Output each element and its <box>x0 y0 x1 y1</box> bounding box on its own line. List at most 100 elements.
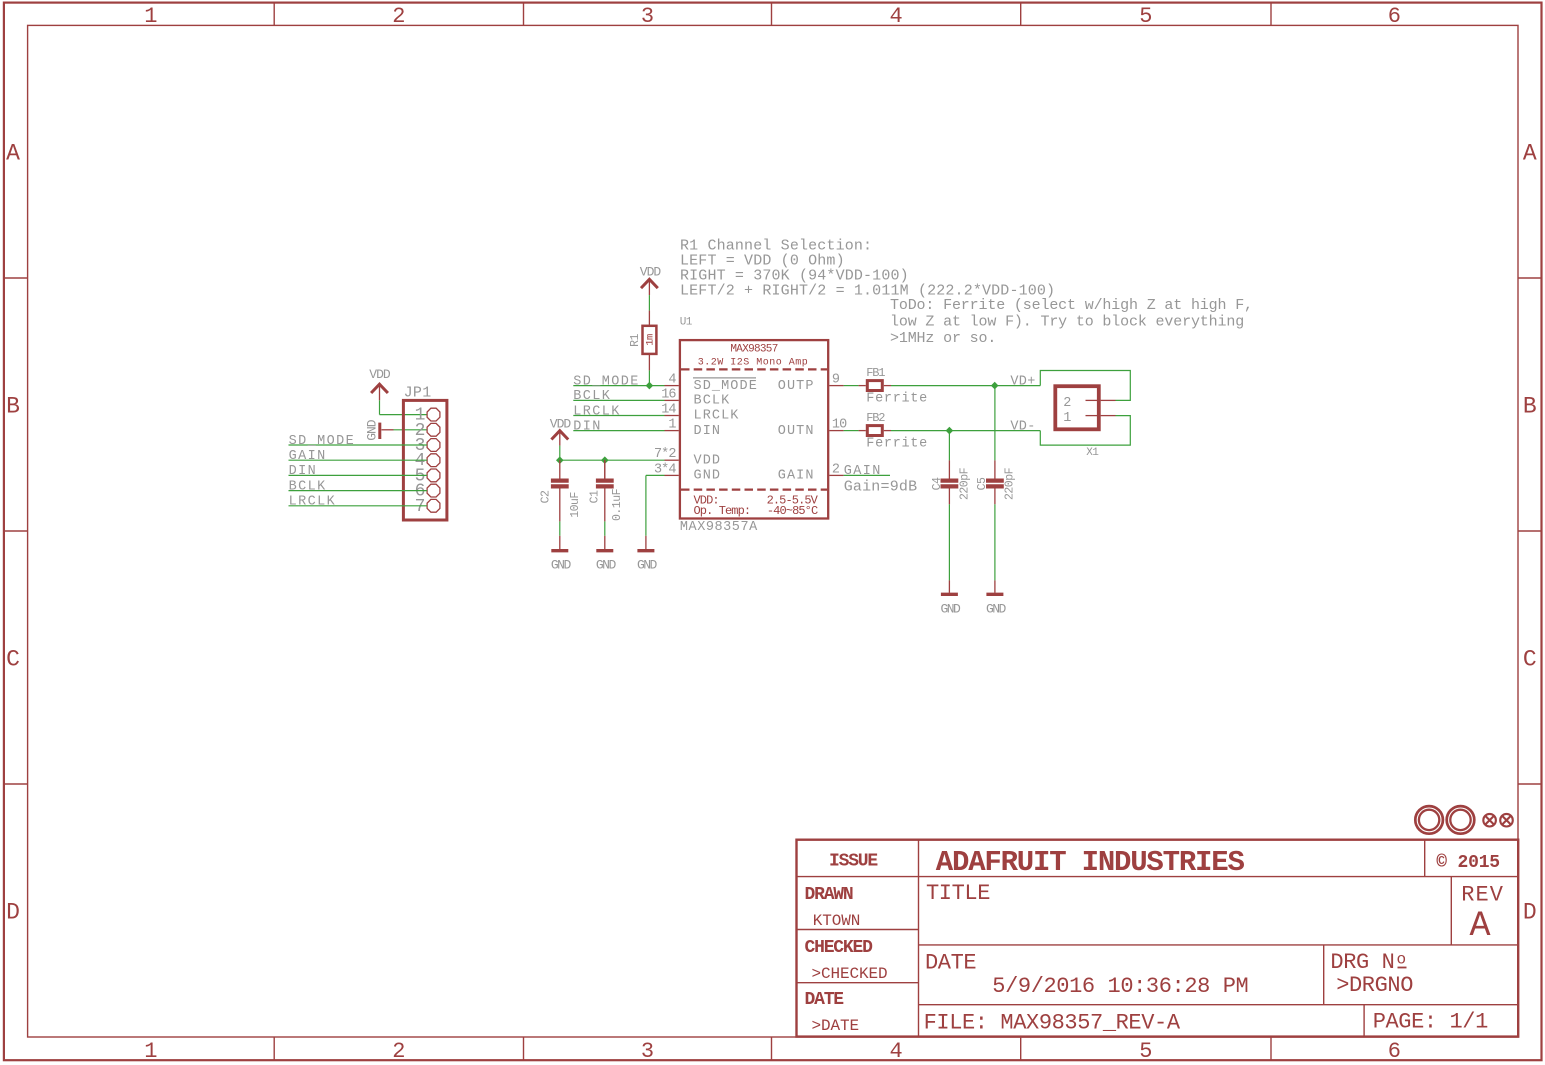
svg-text:4: 4 <box>889 1039 902 1064</box>
svg-text:R1 Channel Selection:: R1 Channel Selection: <box>680 237 872 254</box>
svg-text:RIGHT = 370K (94*VDD-100): RIGHT = 370K (94*VDD-100) <box>680 267 909 284</box>
svg-text:0.1uF: 0.1uF <box>611 488 624 521</box>
svg-text:© 2015: © 2015 <box>1436 853 1500 873</box>
svg-text:Ferrite: Ferrite <box>866 391 928 406</box>
svg-text:1: 1 <box>1063 411 1071 426</box>
svg-text:10: 10 <box>832 418 847 433</box>
svg-text:VDD: VDD <box>640 264 662 279</box>
svg-text:9: 9 <box>832 373 840 388</box>
svg-text:2: 2 <box>392 1039 405 1064</box>
svg-text:GND: GND <box>551 558 572 573</box>
svg-text:3*4: 3*4 <box>654 462 676 477</box>
svg-text:B: B <box>1523 394 1537 420</box>
svg-text:TITLE: TITLE <box>926 881 990 906</box>
svg-text:Op. Temp:: Op. Temp: <box>694 504 751 518</box>
svg-text:DIN: DIN <box>289 464 318 479</box>
svg-text:FILE: MAX98357_REV-A: FILE: MAX98357_REV-A <box>924 1011 1181 1036</box>
svg-text:16: 16 <box>661 387 676 402</box>
svg-text:GND: GND <box>694 469 722 484</box>
svg-text:A: A <box>6 141 20 167</box>
svg-text:A: A <box>1523 141 1537 167</box>
svg-text:Gain=9dB: Gain=9dB <box>844 479 918 496</box>
svg-text:1m: 1m <box>645 334 657 346</box>
svg-text:ADAFRUIT INDUSTRIES: ADAFRUIT INDUSTRIES <box>936 846 1245 879</box>
svg-text:4: 4 <box>889 4 902 29</box>
svg-text:VDD:: VDD: <box>694 494 719 508</box>
svg-text:A: A <box>1469 906 1490 946</box>
svg-text:ISSUE: ISSUE <box>829 852 878 872</box>
svg-text:BCLK: BCLK <box>694 394 731 409</box>
svg-text:D: D <box>6 900 20 926</box>
svg-text:7*2: 7*2 <box>654 447 676 462</box>
svg-text:SD_MODE: SD_MODE <box>573 374 640 389</box>
svg-text:1: 1 <box>668 418 676 433</box>
svg-text:OUTN: OUTN <box>778 424 815 439</box>
svg-text:VDD: VDD <box>694 453 722 468</box>
svg-text:>1MHz or so.: >1MHz or so. <box>890 330 996 347</box>
svg-text:220pF: 220pF <box>958 467 971 500</box>
svg-text:>DRGNO: >DRGNO <box>1336 973 1413 998</box>
svg-text:VD-: VD- <box>1010 419 1035 434</box>
svg-text:MAX98357A: MAX98357A <box>680 520 758 535</box>
svg-text:C: C <box>6 647 20 673</box>
svg-text:GAIN: GAIN <box>844 464 882 479</box>
svg-text:D: D <box>1523 900 1537 926</box>
svg-text:VDD: VDD <box>550 417 572 432</box>
svg-text:6: 6 <box>1388 4 1401 29</box>
svg-text:SD_MODE: SD_MODE <box>694 379 758 394</box>
svg-text:GND: GND <box>986 602 1007 617</box>
svg-text:PAGE: 1/1: PAGE: 1/1 <box>1373 1009 1488 1034</box>
svg-text:2: 2 <box>1063 396 1071 411</box>
svg-text:MAX98357: MAX98357 <box>730 344 777 356</box>
svg-text:X1: X1 <box>1086 447 1099 459</box>
svg-text:low Z at low F). Try to block: low Z at low F). Try to block everything <box>890 313 1244 330</box>
svg-text:C5: C5 <box>976 477 989 490</box>
svg-text:1: 1 <box>144 4 157 29</box>
svg-text:VDD: VDD <box>369 367 391 382</box>
svg-text:JP1: JP1 <box>404 384 432 401</box>
svg-text:DATE: DATE <box>805 990 845 1010</box>
svg-text:LRCLK: LRCLK <box>573 404 621 419</box>
svg-text:4: 4 <box>668 373 676 388</box>
svg-text:GAIN: GAIN <box>289 449 327 464</box>
svg-text:C1: C1 <box>589 490 602 503</box>
svg-text:BCLK: BCLK <box>573 389 611 404</box>
svg-text:C4: C4 <box>931 477 944 490</box>
svg-text:DATE: DATE <box>925 951 976 976</box>
svg-text:>DATE: >DATE <box>812 1017 860 1035</box>
svg-text:R1: R1 <box>629 334 642 347</box>
svg-text:U1: U1 <box>680 317 693 329</box>
svg-text:C2: C2 <box>540 490 553 503</box>
svg-text:GAIN: GAIN <box>778 469 815 484</box>
svg-text:14: 14 <box>661 403 676 418</box>
svg-text:3: 3 <box>641 1039 654 1064</box>
svg-text:10uF: 10uF <box>569 492 582 518</box>
svg-text:2.5-5.5V: 2.5-5.5V <box>767 494 819 508</box>
svg-text:3.2W I2S Mono Amp: 3.2W I2S Mono Amp <box>698 358 809 369</box>
svg-text:>CHECKED: >CHECKED <box>812 965 888 983</box>
svg-text:LEFT/2 + RIGHT/2 = 1.011M (222: LEFT/2 + RIGHT/2 = 1.011M (222.2*VDD-100… <box>680 282 1055 299</box>
svg-text:5: 5 <box>1139 4 1152 29</box>
svg-text:OUTP: OUTP <box>778 379 815 394</box>
svg-text:CHECKED: CHECKED <box>805 938 874 958</box>
svg-text:DIN: DIN <box>573 419 602 434</box>
svg-text:Ferrite: Ferrite <box>866 436 928 451</box>
svg-text:DIN: DIN <box>694 424 722 439</box>
svg-text:BCLK: BCLK <box>289 479 327 494</box>
svg-text:6: 6 <box>1388 1039 1401 1064</box>
svg-text:GND: GND <box>940 602 961 617</box>
svg-text:o: o <box>1397 951 1407 969</box>
svg-text:GND: GND <box>637 558 658 573</box>
svg-text:LRCLK: LRCLK <box>289 495 337 510</box>
svg-text:LRCLK: LRCLK <box>694 409 740 424</box>
svg-text:C: C <box>1523 647 1537 673</box>
svg-text:220pF: 220pF <box>1004 467 1017 500</box>
svg-text:KTOWN: KTOWN <box>813 912 861 930</box>
svg-text:3: 3 <box>641 4 654 29</box>
svg-text:5/9/2016 10:36:28 PM: 5/9/2016 10:36:28 PM <box>992 974 1248 999</box>
svg-text:DRAWN: DRAWN <box>805 885 853 905</box>
svg-text:LEFT = VDD (0 Ohm): LEFT = VDD (0 Ohm) <box>680 252 845 269</box>
svg-text:ToDo: Ferrite (select w/high Z: ToDo: Ferrite (select w/high Z at high F… <box>890 297 1253 314</box>
svg-text:5: 5 <box>1139 1039 1152 1064</box>
svg-text:GND: GND <box>596 558 617 573</box>
